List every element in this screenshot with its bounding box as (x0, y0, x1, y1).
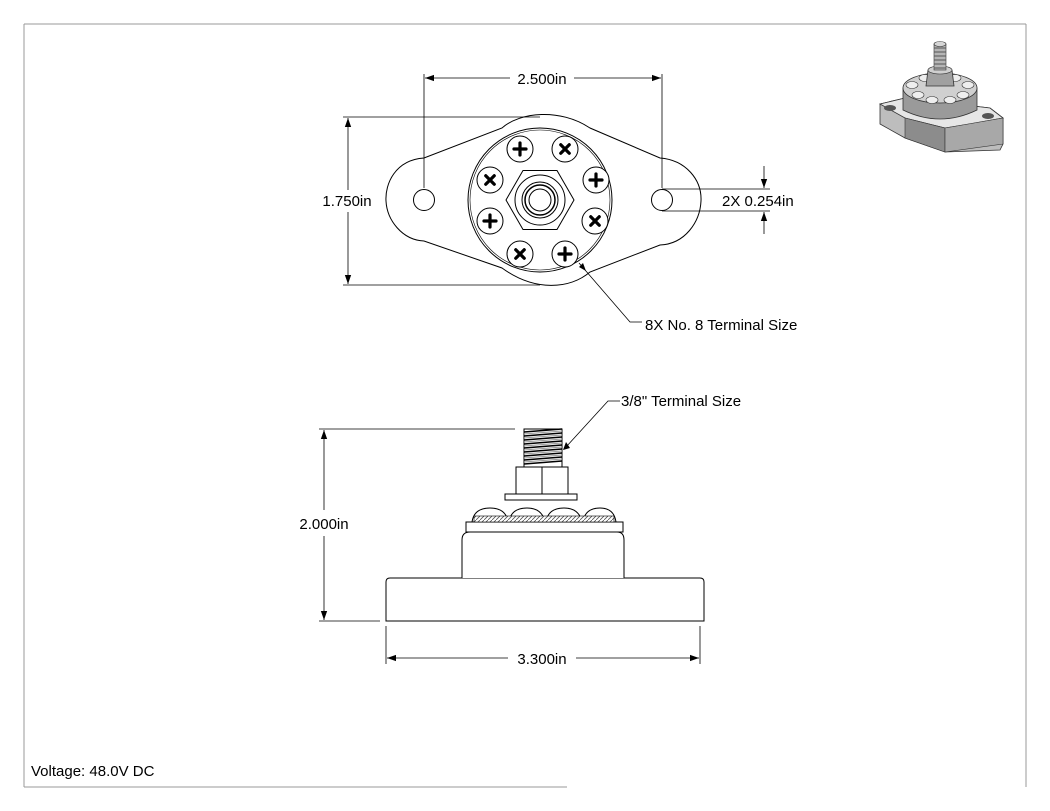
stud-size-callout: 3/8" Terminal Size (563, 393, 741, 450)
sheet-border (23, 23, 1027, 788)
mounting-hole-left (413, 189, 435, 211)
side-height-dimension: 2.000in (299, 428, 515, 622)
terminal-size-callout: 8X No. 8 Terminal Size (578, 262, 797, 334)
hole-diameter-label: 2X 0.254in (722, 193, 794, 210)
voltage-note: Voltage: 48.0V DC (31, 763, 155, 780)
hole-diameter-dimension: 2X 0.254in (662, 166, 794, 234)
side-screw-heads (471, 507, 617, 523)
top-width-dimension: 2.500in (423, 71, 663, 188)
terminal-size-label: 8X No. 8 Terminal Size (645, 317, 797, 334)
top-view (385, 113, 702, 286)
side-base (385, 577, 705, 622)
side-width-label: 3.300in (517, 651, 566, 668)
threaded-stud (523, 428, 563, 468)
side-view (385, 428, 705, 622)
isometric-part-icon (878, 41, 1004, 153)
top-width-label: 2.500in (517, 71, 566, 88)
side-height-label: 2.000in (299, 516, 348, 533)
stud-size-label: 3/8" Terminal Size (621, 393, 741, 410)
mounting-hole-right (651, 189, 673, 211)
side-width-dimension: 3.300in (385, 626, 701, 668)
side-body (461, 531, 625, 578)
top-height-label: 1.750in (322, 193, 371, 210)
top-height-dimension: 1.750in (322, 116, 540, 286)
